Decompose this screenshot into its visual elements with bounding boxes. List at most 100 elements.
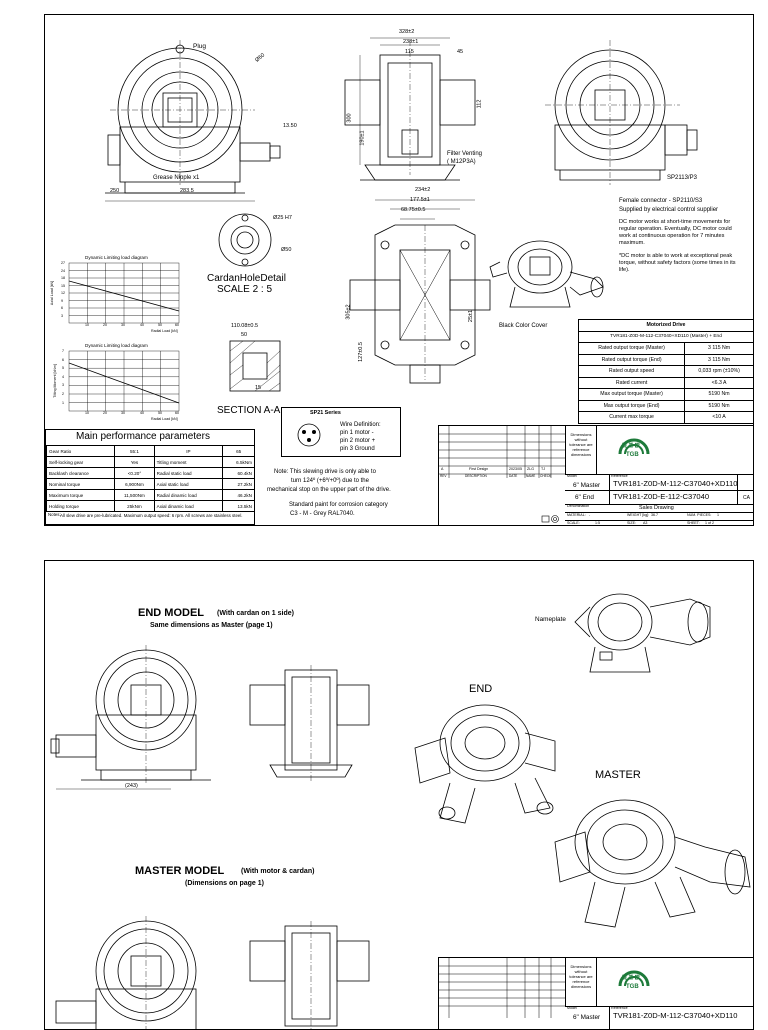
tb-divider [565, 512, 753, 513]
table-row: Motorized Drive [578, 319, 753, 332]
rev-desc: First Design [469, 467, 489, 471]
dim-1775: 177.5±1 [410, 197, 430, 203]
drive-header: Motorized Drive [578, 319, 753, 332]
rev-head: DATE [509, 474, 518, 478]
connector-line1: Female connector - SP2110/S3 [619, 198, 703, 204]
size-label: SIZE: [627, 521, 636, 525]
dim-190: 190±1 [359, 130, 366, 146]
logo-en: TGB [626, 452, 639, 458]
perf-notes-label: Notes: [48, 512, 61, 517]
chart1-plot [68, 262, 180, 324]
dim-115: 115 [405, 49, 414, 55]
chart1-ytick: 3 [61, 313, 63, 318]
cardan-scale: SCALE 2 : 5 [217, 284, 273, 295]
perf-cell: 6,900Nm [114, 478, 155, 490]
dim-112: 112 [476, 99, 483, 109]
end-side-view-drawing [249, 665, 370, 783]
master-model-sub: (With motor & cardan) [241, 868, 315, 875]
end-model-note: Same dimensions as Master (page 1) [150, 622, 273, 629]
chart2-xtick: 30 [121, 411, 125, 415]
connector-line2: Supplied by electrical control supplier [619, 207, 719, 213]
chart1-xtick: 60 [175, 323, 179, 327]
dim-250: 250 [110, 188, 120, 194]
size-value: A3 [643, 521, 648, 525]
chart2-ytick: 5 [62, 366, 64, 371]
tb-divider [565, 490, 753, 491]
drive-param: Rated output torque (End) [577, 353, 686, 366]
rev-a: A [441, 467, 444, 471]
table-row: Current max torque<10 A [577, 411, 753, 424]
sp2113-label: SP2113/P3 [667, 175, 697, 181]
chart2-xlabel: Radial Load [kN] [151, 417, 178, 421]
nameplate-label: Nameplate [535, 616, 566, 623]
dim-127: 127±0.5 [357, 342, 364, 362]
drive-value: <6.3 A [684, 376, 753, 389]
perf-cell: 60.4kN [222, 467, 255, 479]
table-row: Nominal torque 6,900Nm Axial static load… [45, 478, 255, 490]
connector-note2: *DC motor is able to work at exceptional… [619, 253, 736, 273]
dim-dia25: Ø25 H7 [273, 215, 292, 221]
section-aa-drawing [229, 340, 281, 392]
paint-note-line2: C3 - M - Grey RAL7040. [290, 511, 355, 517]
dim-283: 283.5 [180, 188, 194, 194]
rev-head: NAME [526, 474, 536, 478]
scale-label: SCALE: [567, 521, 580, 525]
chart2-ytick: 1 [62, 400, 64, 405]
tb-master-label: 6" Master [573, 482, 601, 489]
table-row: Max output torque (Master)5190 Nm [577, 388, 753, 401]
drive-value: 5190 Nm [684, 388, 753, 401]
stop-note-line1: Note: This slewing drive is only able to [274, 469, 376, 475]
tgb-logo-2: 提 基 欧 TGB [614, 962, 654, 1002]
chart1-ytick: 27 [61, 261, 65, 265]
connector-pin-icon [297, 423, 321, 447]
num-value: 1 [717, 513, 719, 517]
table-row: Rated output torque (Master)3 115 Nm [577, 342, 753, 355]
chart2-ytick: 2 [62, 392, 64, 396]
tb2-model-label: Model [567, 1006, 577, 1010]
chart1-xlabel: Radial Load [kN] [151, 329, 178, 333]
cardan-hole-detail-drawing [218, 213, 272, 267]
perf-cell: IP [153, 445, 224, 457]
tb2-master-label: 6" Master [573, 1014, 601, 1021]
perf-title: Main performance parameters [76, 431, 210, 442]
pin1-label: pin 1 motor - [340, 430, 374, 436]
chart1-xtick: 20 [103, 323, 107, 327]
perf-cell: Axial dinamic load [153, 500, 224, 512]
drive-param: Rated output speed [577, 365, 686, 378]
dim-1350: 13.50 [283, 123, 297, 129]
perf-cell: Titling moment [153, 456, 224, 468]
end-model-title: END MODEL [138, 607, 204, 619]
master-side-view-drawing [249, 921, 370, 1029]
chart2-ytick: 4 [62, 374, 64, 379]
paint-note-line1: Standard paint for corrosion category [289, 502, 388, 508]
tb2-master-ref: TVR181-Z0D-M-112-C37040+XD110 [613, 1011, 738, 1020]
chart2-ytick: 6 [62, 357, 64, 362]
perf-cell: 13.5kN [222, 500, 255, 512]
rev-head: REV [440, 474, 447, 478]
drive-value: 0,033 rpm (±10%) [684, 365, 753, 378]
master-model-note: (Dimensions on page 1) [185, 880, 264, 887]
chart1-xticks: 10 20 30 40 50 60 [69, 323, 181, 330]
table-row: Gear Ratio 55:1 IP 65 [45, 445, 255, 457]
iso-nameplate-drawing [574, 593, 711, 673]
tb-divider [565, 1006, 753, 1007]
master-iso-label: MASTER [595, 769, 641, 781]
denomination-value: Sales Drawing [639, 505, 674, 511]
motorized-drive-table: Motorized Drive TVR181-Z0D-M-112-C37040+… [577, 319, 753, 424]
rev-date: 2023/05 [509, 467, 522, 471]
chart2-ylabel: Tilting Moment [kNm] [52, 364, 57, 398]
drive-param: Current max torque [577, 411, 686, 424]
section-title: SECTION A-A [217, 405, 281, 416]
master-model-title: MASTER MODEL [135, 865, 225, 877]
perf-cell: <0.20° [114, 467, 155, 479]
logo-en-2: TGB [626, 984, 639, 990]
drive-param: Max output torque (End) [577, 399, 686, 412]
dim-25: 25±1 [468, 309, 475, 323]
scale-value: 1:5 [595, 521, 600, 525]
chart2-ytick: 3 [62, 383, 64, 388]
drive-value: 3 115 Nm [684, 342, 753, 355]
iso-view-drawing [489, 240, 604, 308]
chart1-xtick: 10 [85, 323, 89, 327]
table-row: Rated current<6.3 A [577, 376, 753, 389]
master-front-view-drawing [55, 916, 197, 1029]
